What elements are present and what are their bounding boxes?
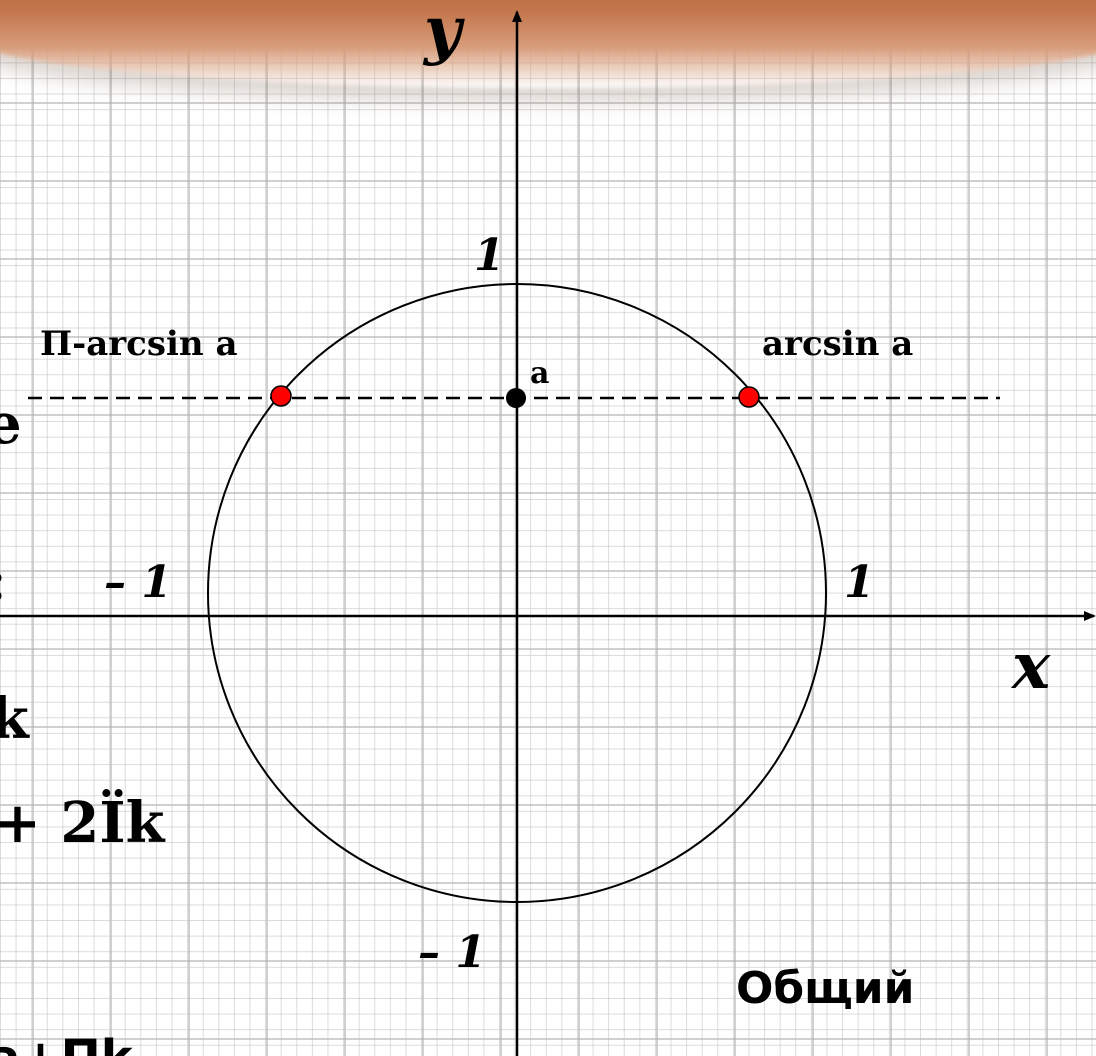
fragment-2pik: + 2Ïk: [0, 789, 166, 856]
arcsin-label: arcsin a: [762, 324, 913, 364]
y-top-tick-label: 1: [474, 230, 505, 281]
pi-minus-arcsin-label: П-arcsin a: [40, 324, 238, 364]
fragment-colon: :: [0, 548, 7, 614]
a-label: a: [530, 356, 549, 391]
footer-general-label: Общий: [736, 963, 914, 1014]
y-axis-label: y: [422, 0, 465, 68]
point-a: [506, 388, 526, 408]
fragment-e: e: [0, 391, 22, 457]
x-right-tick-label: 1: [844, 557, 875, 608]
fragment-k: k: [0, 686, 30, 752]
unit-circle: [207, 283, 827, 903]
header-banner: [0, 0, 1096, 88]
x-left-tick-label: – 1: [104, 557, 172, 608]
fragment-a-plus-pik: a+Пk: [0, 1030, 134, 1056]
point-arcsin: [738, 386, 760, 408]
point-pi-minus-arcsin: [270, 385, 292, 407]
y-bottom-tick-label: – 1: [418, 927, 486, 978]
x-axis-label: x: [1010, 629, 1051, 704]
